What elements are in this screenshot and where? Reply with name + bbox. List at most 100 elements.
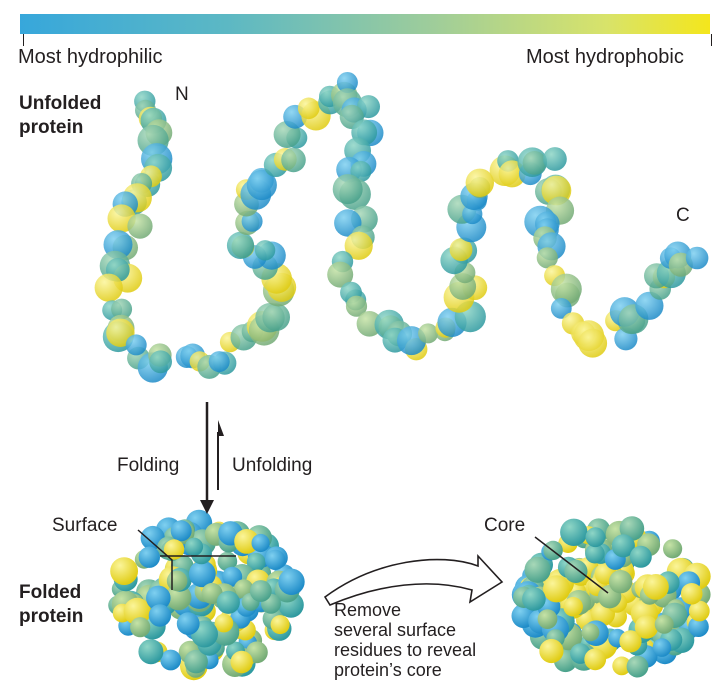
residue-bead [111, 298, 133, 320]
scale-tick-left [23, 34, 24, 46]
residue-bead [184, 649, 208, 674]
residue-bead [345, 295, 368, 317]
remove-surface-arrow [323, 553, 504, 607]
residue-bead [138, 639, 164, 665]
residue-bead [578, 328, 608, 358]
residue-bead [281, 147, 306, 173]
folded-title-line-1: Folded [19, 582, 82, 603]
unfolding-arrowhead [218, 420, 224, 436]
scale-label-hydrophobic: Most hydrophobic [526, 46, 684, 68]
residue-bead [560, 518, 588, 546]
residue-bead [176, 612, 200, 635]
residue-bead [230, 650, 253, 674]
residue-bead [344, 231, 373, 260]
residue-bead [125, 334, 147, 356]
folding-label: Folding [117, 455, 180, 476]
residue-bead [634, 615, 659, 639]
residue-bead [543, 575, 571, 603]
residue-bead [278, 568, 305, 595]
residue-bead [612, 656, 632, 676]
residue-bead [550, 273, 582, 305]
residue-bead [270, 615, 290, 635]
residue-bead [130, 617, 151, 638]
folding-arrowhead [200, 500, 214, 514]
residue-bead [160, 649, 182, 671]
residue-bead [336, 72, 358, 93]
residue-bead [163, 539, 185, 560]
residue-bead [465, 168, 494, 197]
residue-bead [214, 613, 234, 633]
residue-bead [332, 174, 363, 205]
unfolded-title-line-2: protein [19, 117, 84, 138]
n-terminus-label: N [175, 84, 189, 105]
residue-bead [585, 543, 605, 564]
folded-protein-surface [108, 509, 305, 681]
residue-bead [522, 587, 546, 611]
note-line-4: protein’s core [334, 660, 442, 680]
residue-bead [680, 583, 703, 605]
folded-protein-title: Folded protein [19, 581, 83, 629]
residue-bead [550, 298, 572, 319]
unfolded-protein-chain [94, 72, 709, 383]
residue-bead [685, 246, 709, 270]
hydrophobicity-scale-bar [20, 14, 710, 34]
residue-bead [619, 630, 642, 653]
residue-bead [208, 351, 230, 373]
residue-bead [539, 638, 564, 664]
residue-bead [184, 537, 204, 556]
residue-bead [418, 323, 439, 344]
residue-bead [643, 574, 669, 600]
surface-label: Surface [52, 515, 118, 536]
residue-bead [249, 580, 272, 602]
residue-bead [166, 570, 188, 592]
residue-bead [585, 527, 606, 548]
unfolding-label: Unfolding [232, 455, 313, 476]
residue-bead [663, 539, 683, 559]
residue-bead [611, 534, 635, 558]
residue-bead [626, 655, 649, 678]
residue-bead [262, 303, 291, 332]
surface-callout-line [137, 529, 173, 590]
residue-bead [522, 151, 547, 175]
residue-bead [564, 559, 588, 584]
scale-label-hydrophilic: Most hydrophilic [18, 46, 163, 68]
remove-residues-note: Remove several surface residues to revea… [334, 600, 476, 680]
note-line-2: several surface [334, 620, 457, 640]
residue-bead [216, 590, 240, 614]
folded-title-line-2: protein [19, 606, 84, 627]
residue-bead [149, 350, 173, 374]
residue-bead [146, 585, 171, 611]
residue-bead [688, 600, 710, 622]
residue-bead [94, 273, 123, 302]
residue-bead [254, 240, 276, 261]
note-line-3: residues to reveal [334, 640, 477, 660]
residue-bead [148, 604, 172, 627]
residue-bead [127, 213, 153, 239]
residue-bead [608, 570, 633, 594]
residue-bead [536, 247, 558, 269]
residue-bead [165, 584, 192, 611]
residue-bead [226, 231, 255, 259]
residue-bead [251, 533, 270, 553]
folded-protein-core [511, 516, 711, 678]
core-callout-line [534, 536, 609, 594]
residue-bead [584, 648, 607, 671]
residue-bead [246, 552, 266, 572]
residue-bead [629, 545, 652, 568]
residue-bead [297, 97, 320, 120]
c-terminus-label: C [676, 205, 690, 226]
residue-bead [222, 566, 243, 587]
residue-bead [652, 638, 672, 657]
residue-bead [188, 560, 216, 588]
residue-bead [449, 238, 473, 262]
residue-bead [327, 261, 354, 288]
core-label: Core [484, 515, 526, 536]
residue-bead [138, 546, 160, 568]
residue-bead [543, 147, 567, 171]
residue-bead [563, 597, 583, 617]
unfolded-protein-title: Unfolded protein [19, 92, 101, 140]
residue-bead [537, 609, 558, 629]
note-line-1: Remove [334, 600, 402, 620]
unfolded-title-line-1: Unfolded [19, 93, 102, 114]
